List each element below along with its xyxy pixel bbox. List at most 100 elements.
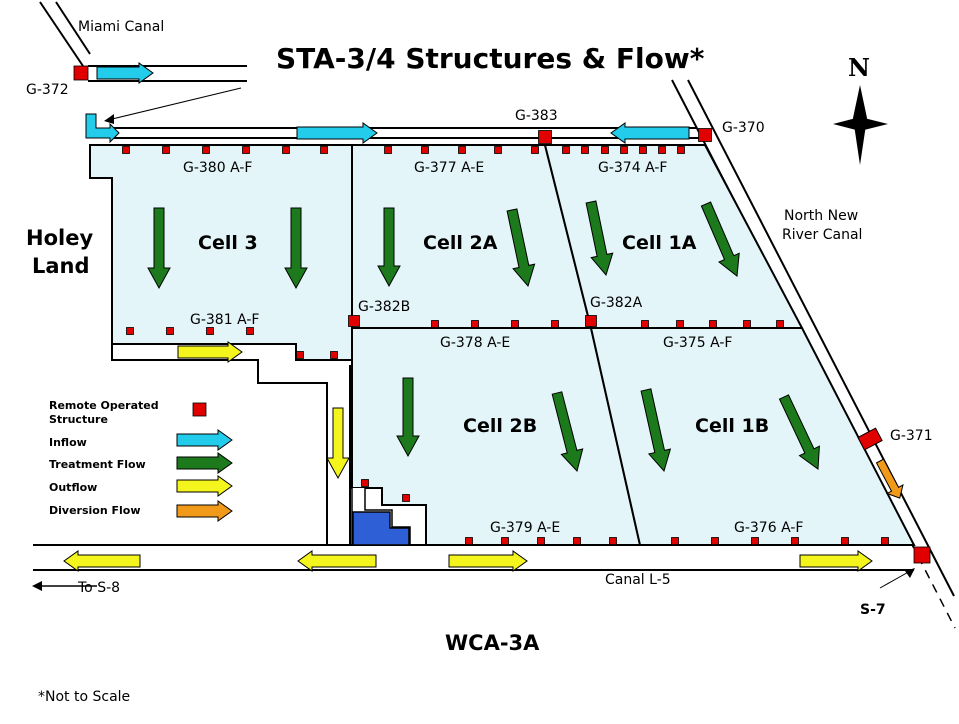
g374-gate	[581, 146, 589, 154]
treatment-flow-arrow	[551, 391, 584, 473]
holey-land-label-1: Holey	[26, 226, 93, 250]
g383-structure	[538, 130, 552, 144]
treatment-flow-arrow	[700, 201, 740, 277]
structures	[73, 65, 931, 564]
legend-treatment-label: Treatment Flow	[49, 458, 146, 471]
legend-treatment-arrow	[176, 452, 233, 474]
g381-label: G-381 A-F	[190, 312, 259, 328]
cell-1a-label: Cell 1A	[622, 232, 697, 254]
g374-gate	[658, 146, 666, 154]
g376-gate	[711, 537, 719, 545]
s7-structure	[913, 546, 931, 564]
g374-gate	[601, 146, 609, 154]
treatment-flow-arrow	[506, 208, 536, 288]
g374-gate	[620, 146, 628, 154]
g380-label: G-380 A-F	[183, 160, 252, 176]
treatment-flow-arrow	[377, 207, 401, 288]
g377-label: G-377 A-E	[414, 160, 484, 176]
g376-gate	[881, 537, 889, 545]
wca-label: WCA-3A	[445, 631, 540, 655]
cell-3-label: Cell 3	[198, 232, 258, 254]
nnr-canal-label-2: River Canal	[782, 227, 862, 243]
g376-label: G-376 A-F	[734, 520, 803, 536]
diversion-arrow	[875, 458, 904, 499]
g374-gate	[639, 146, 647, 154]
g375-gate	[641, 320, 649, 328]
g380-gate	[122, 146, 130, 154]
g378-gate	[431, 320, 439, 328]
g379-gate	[361, 479, 369, 487]
g370-label: G-370	[722, 120, 765, 136]
g377-gate	[494, 146, 502, 154]
g379-gate	[402, 494, 410, 502]
g376-gate	[841, 537, 849, 545]
g380-gate	[320, 146, 328, 154]
stormwater-treatment-area	[89, 144, 916, 546]
miami-canal	[39, 1, 247, 82]
to-s8-label: To S-8	[77, 580, 120, 596]
g381-gate	[330, 351, 338, 359]
cell-1b-area	[589, 327, 916, 546]
g379-gate	[465, 537, 473, 545]
treatment-flow-arrow	[147, 207, 171, 290]
outflow-arrow	[297, 550, 377, 572]
g375-label: G-375 A-F	[663, 335, 732, 351]
g375-gate	[776, 320, 784, 328]
g377-gate	[384, 146, 392, 154]
outflow-channel	[111, 338, 351, 545]
g377-gate	[458, 146, 466, 154]
legend: Remote Operated Structure Inflow Treatme…	[49, 399, 233, 522]
g378-gate	[511, 320, 519, 328]
g375-gate	[743, 320, 751, 328]
g382a-label: G-382A	[590, 295, 643, 311]
legend-remote-swatch	[192, 402, 207, 417]
g382b-structure	[348, 315, 360, 327]
g383-label: G-383	[515, 108, 558, 124]
g379-gate	[573, 537, 581, 545]
g381-gate	[126, 327, 134, 335]
g379-gate	[609, 537, 617, 545]
cell-1b-label: Cell 1B	[695, 415, 769, 437]
diagram-title: STA-3/4 Structures & Flow*	[276, 42, 705, 75]
g379-label: G-379 A-E	[490, 520, 560, 536]
g372-label: G-372	[26, 82, 69, 98]
g371-structure	[857, 427, 883, 451]
legend-diversion-arrow	[176, 500, 233, 522]
g375-gate	[676, 320, 684, 328]
legend-remote-label-2: Structure	[49, 413, 108, 426]
g377-gate	[421, 146, 429, 154]
treatment-flow-arrow	[640, 388, 672, 473]
g381-gate	[296, 351, 304, 359]
treatment-flow-arrow	[778, 394, 820, 470]
g377-gate	[531, 146, 539, 154]
north-compass-icon: N	[833, 53, 888, 165]
g378-label: G-378 A-E	[440, 335, 510, 351]
pointer-arrows	[32, 87, 915, 591]
miami-canal-label: Miami Canal	[78, 19, 164, 35]
g372-structure	[73, 65, 89, 81]
g379-gate	[537, 537, 545, 545]
outflow-arrow	[799, 550, 873, 572]
north-supply-canal	[110, 127, 705, 139]
pump-station	[352, 511, 410, 546]
g382a-structure	[585, 315, 597, 327]
inflow-arrow	[610, 122, 690, 144]
outflow-arrow	[177, 341, 243, 363]
legend-remote-label-1: Remote Operated	[49, 399, 159, 412]
g381-gate	[246, 327, 254, 335]
inflow-arrow	[296, 122, 378, 144]
svg-text:N: N	[848, 53, 870, 82]
treatment-flow-arrow	[585, 200, 614, 277]
inflow-arrows	[96, 62, 690, 144]
treatment-flow-arrow	[284, 207, 308, 290]
legend-inflow-arrow	[176, 429, 233, 451]
g379-gate	[501, 537, 509, 545]
g381-gate	[166, 327, 174, 335]
g371-label: G-371	[890, 428, 933, 444]
holey-land-label-2: Land	[32, 254, 90, 278]
g374-label: G-374 A-F	[598, 160, 667, 176]
legend-outflow-label: Outflow	[49, 481, 97, 494]
g375-gate	[709, 320, 717, 328]
